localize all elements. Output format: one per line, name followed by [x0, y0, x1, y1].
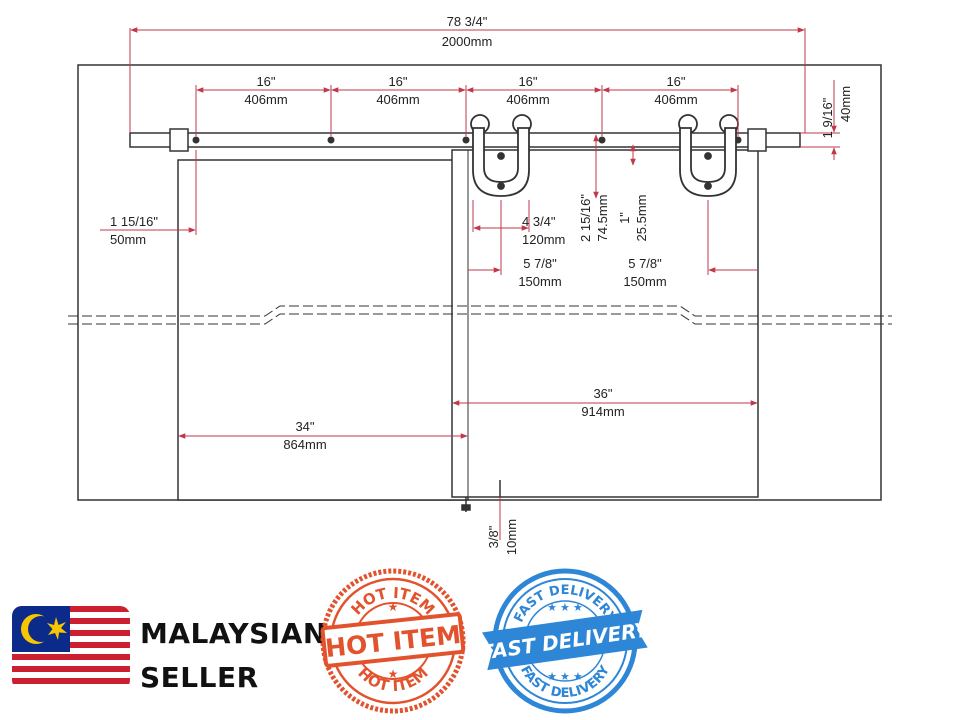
spacing-1-metric: 406mm: [244, 92, 287, 107]
floor-guide: [461, 480, 501, 512]
track-rail: [129, 128, 801, 152]
door-gap-imperial: 1": [617, 212, 632, 224]
door-gap-metric: 25.5mm: [634, 195, 649, 242]
svg-text:★: ★: [388, 600, 399, 614]
hanger-width-imperial: 4 3/4": [522, 214, 556, 229]
hanger-inset-left-imperial: 5 7/8": [523, 256, 557, 271]
spacing-1-imperial: 16": [256, 74, 275, 89]
door-dimension-diagram: 78 3/4" 2000mm 16" 406mm 16" 406mm 16" 4…: [68, 14, 892, 555]
svg-text:★ ★ ★: ★ ★ ★: [547, 602, 583, 614]
floor-gap-metric: 10mm: [504, 519, 519, 555]
svg-text:★ ★ ★: ★ ★ ★: [547, 671, 583, 683]
spacing-4-metric: 406mm: [654, 92, 697, 107]
hanger-drop-metric: 74.5mm: [595, 195, 610, 242]
svg-text:★: ★: [388, 667, 399, 681]
opening-width-imperial: 34": [295, 419, 314, 434]
door-width-imperial: 36": [593, 386, 612, 401]
rail-height-imperial: 1 9/16": [820, 97, 835, 138]
door-width-metric: 914mm: [581, 404, 624, 419]
floor-gap-imperial: 3/8": [486, 525, 501, 548]
rail-offset-imperial: 1 15/16": [110, 214, 158, 229]
hanger-inset-left-metric: 150mm: [518, 274, 561, 289]
malaysia-flag-icon: [12, 606, 130, 690]
spacing-4-imperial: 16": [666, 74, 685, 89]
seller-line-2: SELLER: [140, 661, 259, 694]
total-width-metric: 2000mm: [442, 34, 493, 49]
break-lines: [68, 305, 892, 325]
hanger-width-metric: 120mm: [522, 232, 565, 247]
hanger-inset-right-metric: 150mm: [623, 274, 666, 289]
spacing-2-metric: 406mm: [376, 92, 419, 107]
hot-item-stamp-icon: HOT ITEM HOT ITEM HOT ITEM ★ ★: [320, 568, 466, 714]
seller-line-1: MALAYSIAN: [140, 617, 327, 650]
rail-height-metric: 40mm: [838, 86, 853, 122]
hanger-right: [678, 114, 739, 197]
wall-outline: [77, 64, 882, 501]
rail-offset-metric: 50mm: [110, 232, 146, 247]
seller-label: MALAYSIAN SELLER: [140, 612, 327, 700]
opening-width-metric: 864mm: [283, 437, 326, 452]
hanger-drop-imperial: 2 15/16": [578, 194, 593, 242]
total-width-imperial: 78 3/4": [447, 14, 488, 29]
hanger-left: [470, 114, 532, 197]
dimension-lines: [100, 27, 840, 540]
fast-delivery-stamp-icon: FAST DELIVERY FAST DELIVERY FAST DELIVER…: [480, 568, 650, 714]
door-opening: [177, 159, 469, 501]
spacing-3-metric: 406mm: [506, 92, 549, 107]
hanger-inset-right-imperial: 5 7/8": [628, 256, 662, 271]
dimension-labels: 78 3/4" 2000mm 16" 406mm 16" 406mm 16" 4…: [110, 14, 853, 555]
spacing-2-imperial: 16": [388, 74, 407, 89]
spacing-3-imperial: 16": [518, 74, 537, 89]
